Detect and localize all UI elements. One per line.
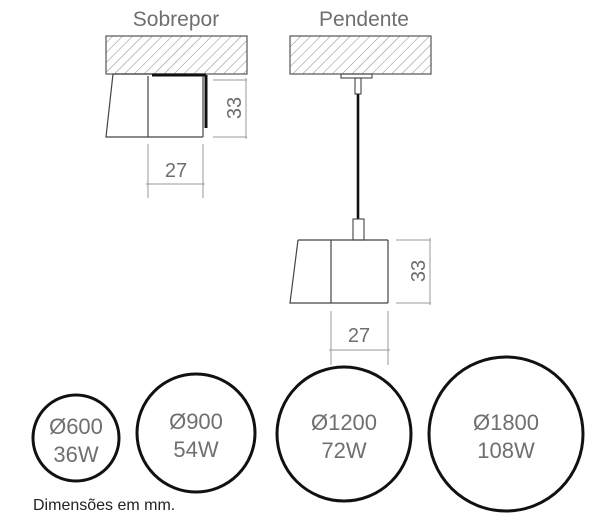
pendant-height-label: 33 xyxy=(408,260,430,282)
pendant-width-dimension: 27 xyxy=(329,311,390,365)
pendant-fixture-profile xyxy=(289,239,389,304)
pendant-title: Pendente xyxy=(319,8,409,31)
pendant-view: Pendente 33 27 xyxy=(289,8,432,365)
size-option-1800: Ø1800 108W xyxy=(427,355,585,513)
size-diameter-label: Ø600 xyxy=(49,414,103,439)
size-circles: Ø600 36W Ø900 54W Ø1200 72W Ø1800 108W xyxy=(31,355,585,513)
surface-fixture-profile xyxy=(105,73,208,138)
ceiling-block-surface xyxy=(105,35,248,75)
surface-width-dimension: 27 xyxy=(146,144,205,198)
size-diameter-label: Ø900 xyxy=(169,409,223,434)
size-option-600: Ø600 36W xyxy=(31,393,121,483)
size-diameter-label: Ø1200 xyxy=(311,410,377,435)
size-diameter-label: Ø1800 xyxy=(473,410,539,435)
surface-mount-view: Sobrepor 33 27 xyxy=(105,8,248,198)
size-power-label: 108W xyxy=(477,438,535,463)
size-power-label: 54W xyxy=(173,437,218,462)
size-option-1200: Ø1200 72W xyxy=(275,365,413,503)
pendant-width-label: 27 xyxy=(348,325,370,347)
pendant-suspension xyxy=(340,73,373,241)
surface-height-label: 33 xyxy=(224,97,246,119)
surface-mount-title: Sobrepor xyxy=(133,8,219,31)
size-option-900: Ø900 54W xyxy=(135,372,257,494)
pendant-height-dimension: 33 xyxy=(396,238,431,305)
surface-height-dimension: 33 xyxy=(213,78,247,139)
surface-width-label: 27 xyxy=(165,160,187,182)
dimensions-note: Dimensões em mm. xyxy=(33,497,176,514)
size-power-label: 36W xyxy=(53,442,98,467)
size-power-label: 72W xyxy=(321,438,366,463)
ceiling-block-pendant xyxy=(289,35,432,75)
